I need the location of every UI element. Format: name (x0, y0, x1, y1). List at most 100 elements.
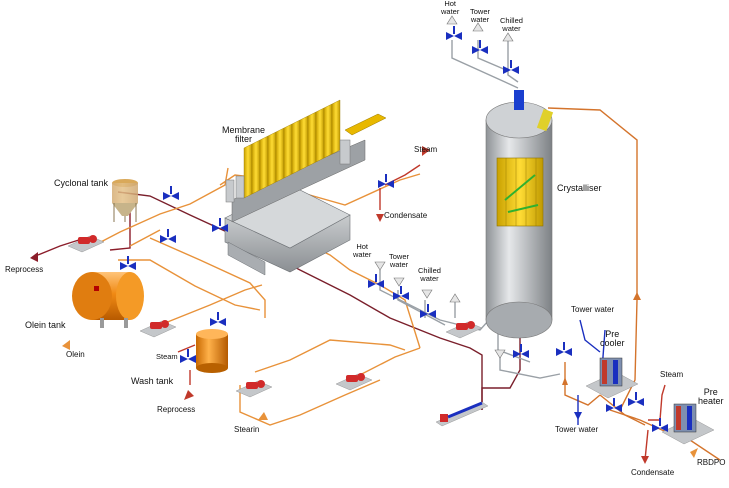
label-line: Tower (389, 252, 410, 261)
flow-arrow-icon (422, 146, 430, 156)
pipes (37, 40, 721, 461)
stearin-label: Stearin (234, 425, 260, 434)
flow-arrow-icon (184, 390, 194, 400)
valve-icon (378, 174, 394, 188)
valve-icon (212, 218, 228, 232)
pre-heater-label: Pre heater (698, 387, 724, 407)
label-line: Hot (356, 242, 368, 251)
label-line: Chilled (418, 266, 441, 275)
label-line: Hot (444, 0, 456, 8)
tower-water-mid-label: Tower water (389, 253, 409, 269)
pre-cooler-label: Pre cooler (600, 329, 625, 349)
reprocess-bottom-label: Reprocess (157, 405, 196, 414)
cyclonal-tank-label: Cyclonal tank (54, 178, 109, 188)
condensate-right-label: Condensate (631, 468, 675, 477)
pump-icon (235, 380, 273, 398)
valve-icon (503, 60, 519, 74)
valve-icon (446, 26, 462, 40)
flow-arrow-icon (393, 277, 405, 287)
pump-icon (67, 235, 105, 253)
rbdpo-label: RBDPO (697, 458, 726, 467)
valve-icon (628, 392, 644, 406)
cyclonal-tank (112, 179, 138, 222)
membrane-filter-label: Membrane filter (222, 125, 266, 145)
flow-arrow-icon (421, 289, 433, 299)
chilled-water-mid-label: Chilled water (418, 267, 441, 283)
valve-icon (180, 349, 196, 363)
label-line: water (502, 23, 521, 33)
screw-pump-icon (435, 401, 489, 427)
label-line: Pre (703, 387, 718, 397)
flow-arrow-icon (258, 412, 268, 420)
hot-water-top-label: Hot water (441, 0, 459, 16)
tower-water-right-top-label: Tower water (571, 305, 615, 314)
label-line: heater (698, 396, 724, 407)
steam-small-label: Steam (156, 352, 178, 361)
valve-icon (393, 286, 409, 300)
label-line: Chilled (500, 16, 523, 25)
olein-tank-label: Olein tank (25, 320, 66, 330)
pump-icon (335, 373, 373, 391)
crystalliser (485, 90, 554, 339)
flow-arrow-icon (374, 261, 386, 271)
flow-arrow-icon (574, 412, 582, 420)
label-line: Pre (605, 329, 620, 339)
reprocess-left-label: Reprocess (5, 265, 44, 274)
flow-arrow-icon (633, 292, 641, 300)
flow-arrows (30, 15, 698, 464)
pre-heater (661, 403, 715, 445)
valve-icon (210, 312, 226, 326)
valve-icon (652, 418, 668, 432)
olein-label: Olein (66, 350, 85, 359)
pumps (67, 235, 489, 427)
label-line: Membrane (222, 125, 266, 135)
valve-icon (160, 229, 176, 243)
flow-arrow-icon (502, 32, 514, 42)
wash-tank-label: Wash tank (131, 376, 174, 386)
flow-arrow-icon (62, 340, 70, 350)
tower-water-top-label: Tower water (470, 8, 490, 24)
flow-arrow-icon (446, 15, 458, 25)
membrane-filter (224, 99, 387, 276)
condensate-mid-label: Condensate (384, 211, 428, 220)
valve-icon (163, 186, 179, 200)
flow-arrow-icon (494, 349, 506, 359)
pre-cooler (585, 357, 639, 399)
hot-water-mid-label: Hot water (353, 243, 371, 259)
valve-icon (120, 256, 136, 270)
label-line: water (441, 6, 460, 16)
label-line: filter (235, 134, 253, 145)
label-line: water (470, 14, 490, 24)
label-line: water (389, 259, 409, 269)
flow-arrow-icon (376, 214, 384, 222)
flow-arrow-icon (30, 252, 38, 262)
valve-icon (513, 344, 529, 358)
valve-icon (368, 274, 384, 288)
valves (120, 26, 668, 432)
wash-tank (196, 329, 228, 373)
steam-right-label: Steam (660, 370, 684, 379)
crystalliser-label: Crystalliser (557, 183, 602, 193)
chilled-water-top-label: Chilled water (500, 17, 523, 33)
label-line: water (353, 249, 372, 259)
label-line: water (420, 273, 439, 283)
flow-arrow-icon (472, 22, 484, 32)
valve-icon (420, 304, 436, 318)
pump-icon (445, 321, 483, 339)
olein-tank (72, 272, 144, 328)
flow-arrow-icon (562, 377, 568, 385)
flow-arrow-icon (690, 448, 698, 458)
label-line: Tower (470, 7, 491, 16)
steam-top-label: Steam (414, 145, 438, 154)
label-line: cooler (600, 338, 625, 349)
valve-icon (472, 40, 488, 54)
pump-icon (139, 320, 177, 338)
tower-water-right-bottom-label: Tower water (555, 425, 599, 434)
valve-icon (556, 342, 572, 356)
flow-arrow-icon (449, 293, 461, 303)
filter-plates (243, 99, 341, 199)
flow-arrow-icon (641, 456, 649, 464)
valve-icon (606, 398, 622, 412)
